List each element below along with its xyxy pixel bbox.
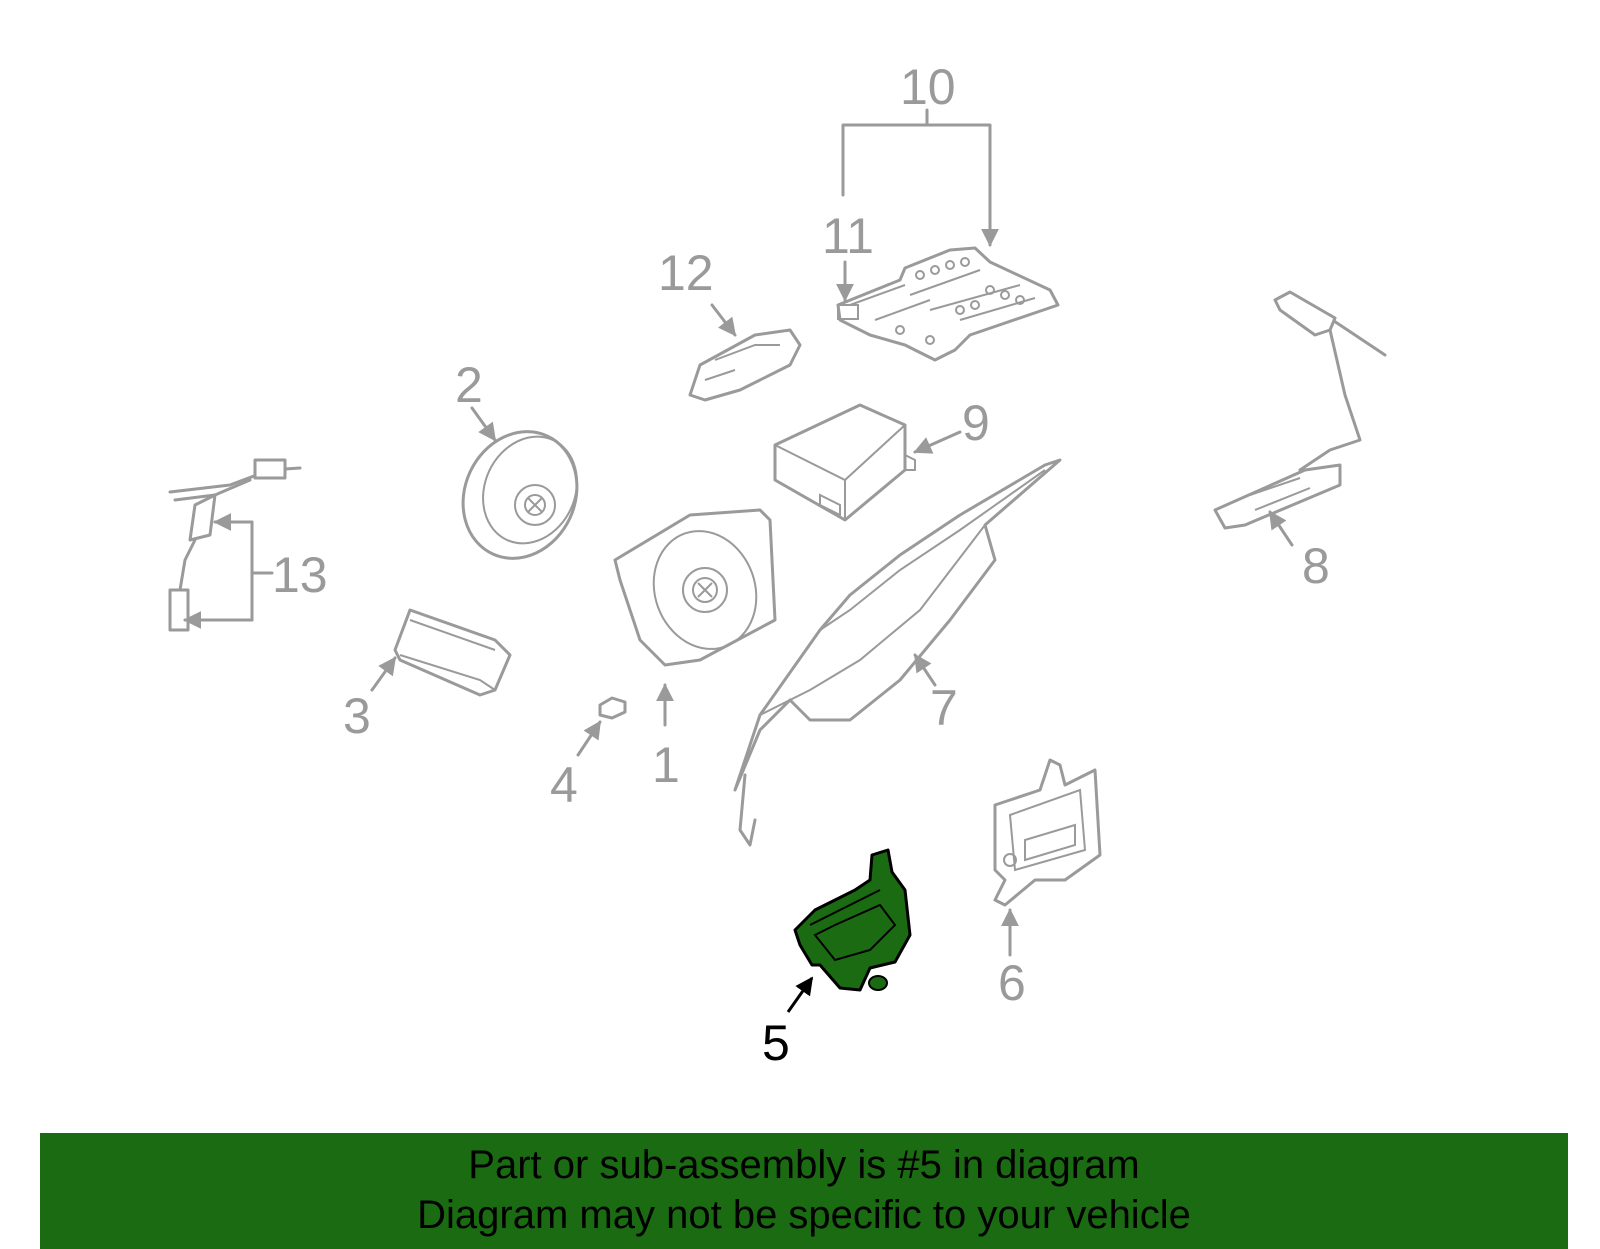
callout-13: 13 [272,547,328,603]
callout-8: 8 [1302,538,1330,594]
callout-3: 3 [343,688,371,744]
banner-line-2: Diagram may not be specific to your vehi… [417,1193,1191,1237]
part-1-wheel-pad[interactable] [613,508,777,667]
part-7-curtain-airbag[interactable] [733,458,1062,847]
callout-12: 12 [658,245,714,301]
part-6-bracket[interactable] [993,758,1102,907]
part-12-sensor[interactable] [688,328,802,402]
part-13-wire-sensor[interactable] [168,458,302,632]
leader-7 [913,653,937,687]
leader-4 [576,720,602,757]
part-8-side-airbag[interactable] [1213,290,1387,530]
leader-13 [183,513,274,629]
part-2-airbag-module[interactable] [443,413,598,577]
part-10-circuit-board[interactable] [836,246,1060,362]
leader-8 [1268,510,1294,547]
callout-2: 2 [455,357,483,413]
info-banner: Part or sub-assembly is #5 in diagram Di… [40,1133,1568,1249]
callout-5: 5 [762,1015,790,1071]
leader-3 [370,656,397,692]
part-4-nut[interactable] [598,696,627,720]
part-3-knee-airbag[interactable] [393,608,512,697]
callout-7: 7 [930,680,958,736]
leader-5 [786,976,814,1013]
callout-1: 1 [652,737,680,793]
banner-line-1: Part or sub-assembly is #5 in diagram [468,1143,1140,1187]
leader-10 [841,108,999,247]
leader-9 [913,430,962,454]
callout-4: 4 [550,757,578,813]
part-5-seat-airbag-highlighted[interactable] [793,848,912,992]
callout-9: 9 [962,395,990,451]
part-9-control-module[interactable] [773,403,916,522]
leader-2 [470,406,497,442]
callout-6: 6 [998,955,1026,1011]
callout-10: 10 [900,59,956,115]
callout-11: 11 [822,208,874,264]
leader-12 [710,303,737,337]
